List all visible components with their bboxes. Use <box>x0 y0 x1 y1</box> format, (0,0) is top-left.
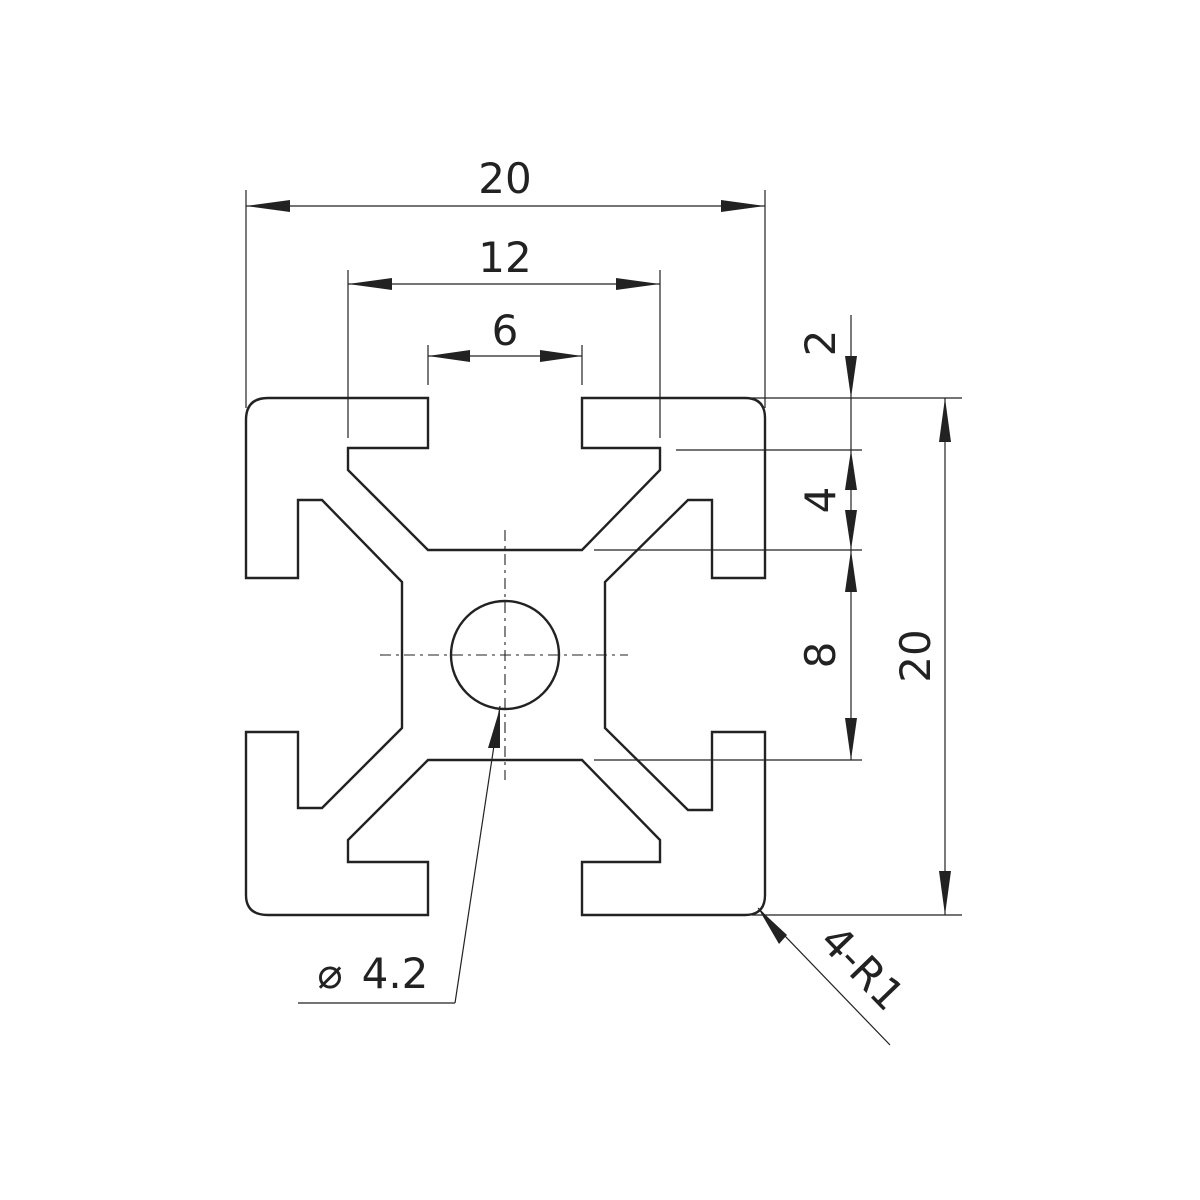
corner-radius-label: 4-R1 <box>811 916 914 1020</box>
hole-diameter-label: 4.2 <box>362 949 429 998</box>
arrowhead <box>540 350 582 362</box>
arrowhead <box>939 871 951 915</box>
arrowhead <box>616 278 660 290</box>
hole-leader-line <box>454 705 501 1004</box>
arrowhead <box>348 278 392 290</box>
arrowhead <box>758 908 787 944</box>
arrowhead <box>845 718 857 760</box>
arrowhead <box>488 708 500 748</box>
arrowhead <box>845 550 857 592</box>
arrowhead <box>845 450 857 490</box>
hole-diameter-symbol: ⌀ <box>317 949 342 998</box>
overall-width-label: 20 <box>478 154 531 203</box>
arrowhead <box>428 350 470 362</box>
slot-opening-label: 6 <box>492 306 519 355</box>
overall-height-label: 20 <box>891 629 940 682</box>
arrowhead <box>246 200 290 212</box>
arrowhead <box>845 356 857 398</box>
arrowhead <box>845 510 857 550</box>
core-width-label: 8 <box>796 642 845 669</box>
arrowhead <box>939 398 951 442</box>
wall-thickness-label: 2 <box>796 330 845 357</box>
slot-outer-width-label: 12 <box>478 233 531 282</box>
arrowhead <box>721 200 765 212</box>
slot-depth-label: 4 <box>796 487 845 514</box>
profile-outline <box>244 396 767 917</box>
